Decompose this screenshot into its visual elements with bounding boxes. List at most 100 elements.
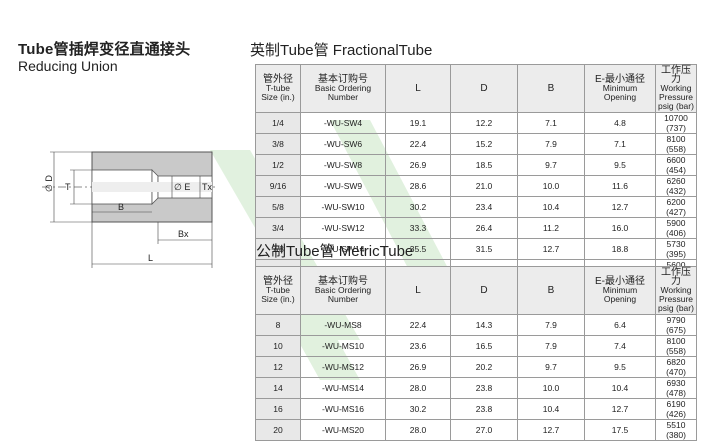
- table-cell: 26.9: [385, 154, 451, 176]
- table-cell: 3/8: [255, 133, 301, 155]
- table-cell: 15.2: [450, 133, 518, 155]
- table-cell: 18.5: [450, 154, 518, 176]
- table-cell: 6.4: [584, 314, 656, 336]
- table-cell: 10: [255, 335, 301, 357]
- page-subtitle: Reducing Union: [18, 58, 118, 74]
- table-cell: -WU-SW6: [300, 133, 386, 155]
- header-working-pressure: 工作压力 Working Pressure psig (bar): [655, 266, 697, 315]
- table-cell: 11.2: [517, 217, 585, 239]
- table-cell: 30.2: [385, 398, 451, 420]
- table-cell: 7.1: [584, 133, 656, 155]
- table-cell: 23.8: [450, 398, 518, 420]
- table-cell: 31.5: [450, 238, 518, 260]
- reducing-union-drawing: ∅ D T B ∅ E Tx Bx L: [42, 151, 218, 268]
- metric-spec-table: 管外径 T-tube Size (in.) 基本订购号 Basic Orderi…: [255, 266, 697, 441]
- table-cell: 5730 (395): [655, 238, 697, 260]
- metric-section-title: 公制Tube管 MetricTube: [256, 243, 414, 260]
- table-cell: 7.9: [517, 314, 585, 336]
- table-cell: 11.6: [584, 175, 656, 197]
- header-d: D: [450, 64, 518, 113]
- table-cell: 5900 (406): [655, 217, 697, 239]
- table-cell: 16: [255, 398, 301, 420]
- table-cell: 5/8: [255, 196, 301, 218]
- table-cell: -WU-MS14: [300, 377, 386, 399]
- table-cell: -WU-MS12: [300, 356, 386, 378]
- table-cell: 12.2: [450, 112, 518, 134]
- table-cell: 6930 (478): [655, 377, 697, 399]
- table-cell: 7.9: [517, 133, 585, 155]
- table-cell: 4.8: [584, 112, 656, 134]
- table-cell: 20.2: [450, 356, 518, 378]
- table-cell: 6190 (426): [655, 398, 697, 420]
- table-cell: 12: [255, 356, 301, 378]
- table-cell: 10.4: [517, 398, 585, 420]
- table-cell: -WU-SW4: [300, 112, 386, 134]
- table-cell: 9.5: [584, 356, 656, 378]
- dim-b-label: B: [118, 202, 124, 212]
- table-cell: 6260 (432): [655, 175, 697, 197]
- table-cell: 10700 (737): [655, 112, 697, 134]
- dim-t-label: T: [65, 182, 71, 192]
- table-cell: -WU-SW9: [300, 175, 386, 197]
- table-cell: 14: [255, 377, 301, 399]
- table-cell: 10.4: [517, 196, 585, 218]
- table-cell: 23.8: [450, 377, 518, 399]
- table-cell: -WU-MS10: [300, 335, 386, 357]
- table-cell: 22.4: [385, 133, 451, 155]
- table-cell: 9/16: [255, 175, 301, 197]
- table-cell: 10.0: [517, 377, 585, 399]
- table-cell: 26.4: [450, 217, 518, 239]
- table-cell: 12.7: [517, 238, 585, 260]
- table-cell: 19.1: [385, 112, 451, 134]
- table-cell: 10.4: [584, 377, 656, 399]
- table-cell: 7.1: [517, 112, 585, 134]
- table-cell: 6200 (427): [655, 196, 697, 218]
- dim-e-label: ∅ E: [174, 182, 190, 192]
- table-cell: 28.0: [385, 377, 451, 399]
- table-cell: 9.7: [517, 356, 585, 378]
- page-title: Tube管插焊变径直通接头: [18, 41, 191, 58]
- table-cell: -WU-MS16: [300, 398, 386, 420]
- table-cell: 1/4: [255, 112, 301, 134]
- table-cell: 28.6: [385, 175, 451, 197]
- table-cell: 9790 (675): [655, 314, 697, 336]
- table-cell: 21.0: [450, 175, 518, 197]
- header-l: L: [385, 64, 451, 113]
- table-cell: -WU-SW12: [300, 217, 386, 239]
- header-ordering-number: 基本订购号 Basic Ordering Number: [300, 266, 386, 315]
- table-cell: 12.7: [584, 196, 656, 218]
- header-l: L: [385, 266, 451, 315]
- table-cell: 8: [255, 314, 301, 336]
- header-size: 管外径 T-tube Size (in.): [255, 266, 301, 315]
- table-cell: -WU-SW10: [300, 196, 386, 218]
- table-cell: 8100 (558): [655, 133, 697, 155]
- table-cell: 18.8: [584, 238, 656, 260]
- table-cell: 10.0: [517, 175, 585, 197]
- table-cell: 14.3: [450, 314, 518, 336]
- table-cell: 3/4: [255, 217, 301, 239]
- table-cell: 12.7: [584, 398, 656, 420]
- header-d: D: [450, 266, 518, 315]
- table-cell: 9.5: [584, 154, 656, 176]
- table-cell: 6600 (454): [655, 154, 697, 176]
- table-cell: -WU-SW8: [300, 154, 386, 176]
- header-working-pressure: 工作压力 Working Pressure psig (bar): [655, 64, 697, 113]
- table-cell: 33.3: [385, 217, 451, 239]
- fractional-spec-table: 管外径 T-tube Size (in.) 基本订购号 Basic Orderi…: [255, 64, 697, 281]
- dim-l-label: L: [148, 253, 153, 263]
- table-cell: 7.4: [584, 335, 656, 357]
- table-cell: 22.4: [385, 314, 451, 336]
